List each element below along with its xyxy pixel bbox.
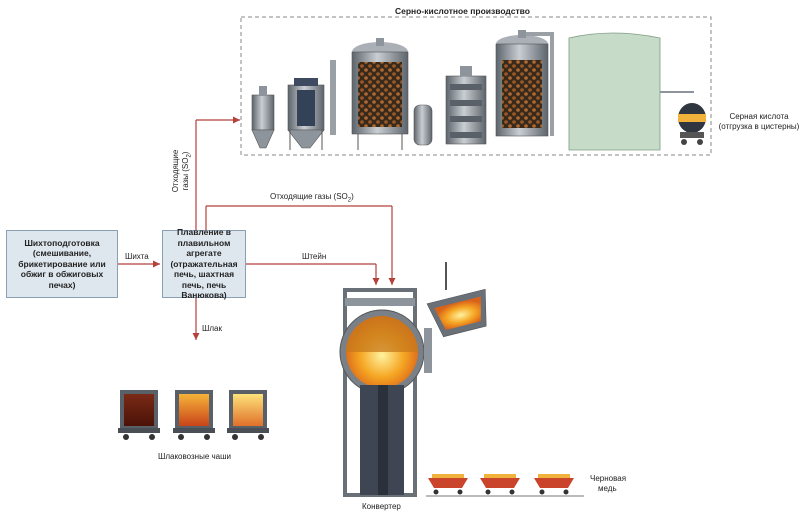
slag-pot-2-icon [173, 390, 215, 440]
acid-plant-frame [240, 16, 712, 156]
drying-tower-icon [495, 30, 554, 137]
smelting-text: Плавление в плавильном агрегате (отражат… [170, 227, 238, 301]
offgas-vertical-label: Отходящие газы (SO2) [171, 141, 193, 201]
offgas-vertical-close: ) [181, 151, 190, 155]
blister-copper-wagons-icon [426, 474, 584, 497]
slag-pot-1-icon [118, 390, 160, 440]
offgas-horizontal-label: Отходящие газы (SO2) [270, 192, 354, 204]
blister-copper-label-1: Черновая [590, 474, 627, 483]
converter-label: Конвертер [362, 502, 401, 511]
precipitator-icon [287, 78, 325, 150]
slag-pot-3-icon [227, 390, 269, 440]
smelting-box: Плавление в плавильном агрегате (отражат… [162, 227, 246, 301]
charge-prep-box: Шихтоподготовка (смешивание, брикетирова… [6, 230, 118, 298]
slag-pots-label: Шлаковозные чаши [158, 452, 232, 461]
matte-flow-label: Штейн [302, 252, 327, 261]
charge-prep-text: Шихтоподготовка (смешивание, брикетирова… [18, 237, 106, 290]
cyclone-icon [251, 86, 275, 149]
offgas-vertical-line2: газы (SO2) [181, 141, 195, 201]
offgas-vertical-line1: Отходящие [171, 149, 180, 193]
contact-apparatus-icon [445, 66, 487, 145]
cistern-icon [678, 103, 706, 145]
absorption-tower-icon [351, 38, 409, 150]
charge-flow-label: Шихта [125, 252, 149, 261]
acid-label: Серная кислота (отгрузка в цистерны) [718, 112, 800, 131]
acid-storage-tank-icon [568, 32, 694, 151]
offgas-vertical-text: газы (SO [181, 157, 190, 191]
offgas-horizontal-text: Отходящие газы (SO [270, 192, 348, 201]
converter-icon [339, 288, 432, 497]
offgas-horizontal-close: ) [351, 192, 354, 201]
ladle-icon [426, 262, 487, 338]
offgas-horizontal-sub: 2 [347, 197, 352, 204]
acid-plant-title: Серно-кислотное производство [395, 6, 530, 16]
slag-flow-label: Шлак [202, 324, 222, 333]
blister-copper-label-2: медь [598, 484, 617, 493]
offgas-vertical-sub: 2 [186, 154, 193, 158]
